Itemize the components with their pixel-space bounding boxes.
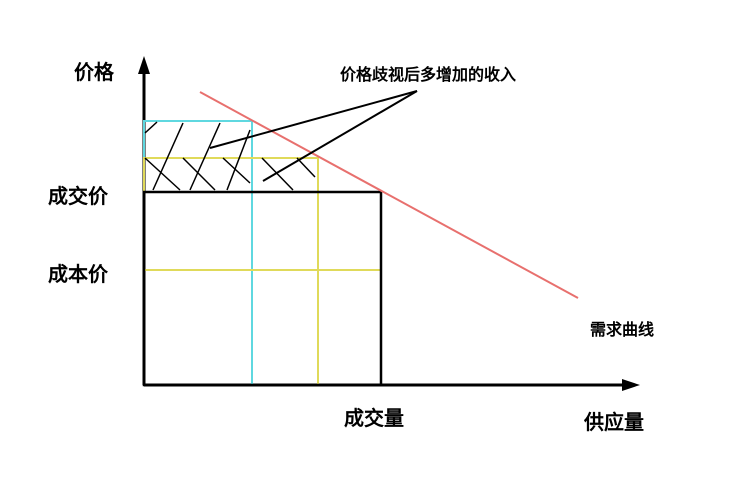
cost-price-label: 成本价 [48, 262, 108, 286]
x-axis-label: 供应量 [584, 410, 644, 434]
pointer-line-1 [209, 90, 418, 149]
cyan-price-rect [143, 120, 253, 386]
transaction-rect [142, 190, 383, 387]
extra-revenue-label: 价格歧视后多增加的收入 [340, 65, 517, 84]
transaction-quantity-label: 成交量 [344, 406, 404, 430]
x-axis-arrow [622, 379, 640, 391]
hatching [144, 121, 316, 191]
y-axis-label: 价格 [74, 60, 114, 84]
y-axis-arrow [138, 56, 150, 74]
pointer-line-2 [262, 90, 418, 182]
transaction-price-label: 成交价 [48, 184, 108, 208]
demand-curve [199, 91, 579, 299]
demand-curve-label: 需求曲线 [590, 320, 655, 339]
